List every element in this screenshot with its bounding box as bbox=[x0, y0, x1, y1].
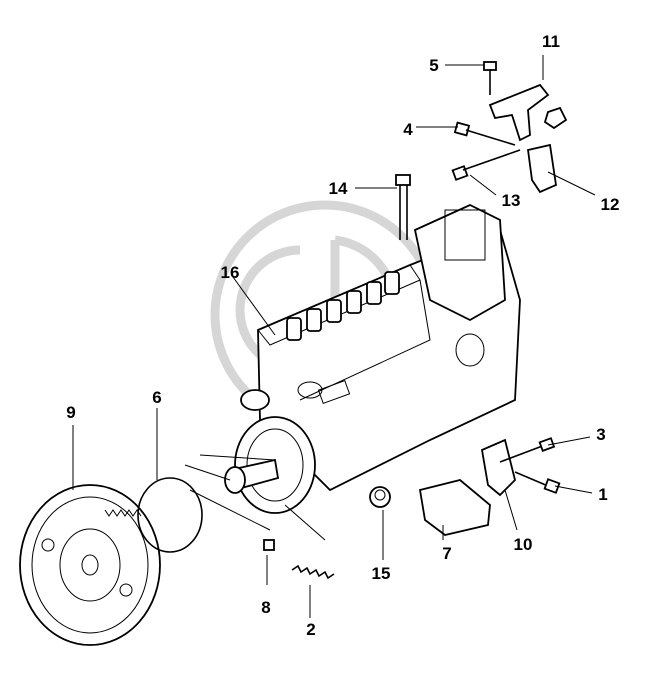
o-ring-part-6 bbox=[137, 477, 203, 553]
callout-4: 4 bbox=[403, 120, 413, 139]
callout-6: 6 bbox=[152, 388, 161, 407]
callout-5: 5 bbox=[429, 56, 438, 75]
callout-11: 11 bbox=[542, 32, 560, 51]
bolt-part-3 bbox=[499, 437, 556, 463]
callout-14: 14 bbox=[329, 179, 348, 198]
callout-12: 12 bbox=[601, 195, 620, 214]
screw-part-5 bbox=[483, 61, 497, 95]
callout-10: 10 bbox=[514, 535, 533, 554]
bolt-part-14 bbox=[395, 174, 411, 240]
key-part-8 bbox=[263, 539, 275, 551]
injection-pump-body bbox=[224, 204, 521, 514]
callout-16: 16 bbox=[221, 263, 240, 282]
callout-13: 13 bbox=[502, 191, 521, 210]
nut-part-11 bbox=[543, 106, 568, 130]
bracket-part-7 bbox=[418, 479, 491, 536]
leader-lines bbox=[72, 55, 596, 618]
spring-part-2 bbox=[291, 564, 335, 580]
callout-9: 9 bbox=[66, 403, 75, 422]
callout-2: 2 bbox=[306, 620, 315, 639]
callout-7: 7 bbox=[442, 544, 451, 563]
bolt-part-13 bbox=[451, 149, 521, 181]
gear-wheel-part-9 bbox=[19, 484, 161, 646]
callout-3: 3 bbox=[596, 425, 605, 444]
bolt-part-4 bbox=[453, 121, 516, 146]
callout-15: 15 bbox=[372, 564, 391, 583]
nut-part-15 bbox=[369, 486, 391, 508]
callout-8: 8 bbox=[261, 598, 270, 617]
bolt-part-1 bbox=[514, 471, 561, 494]
plate-part-11 bbox=[488, 83, 550, 142]
callout-1: 1 bbox=[598, 485, 607, 504]
bracket-part-10 bbox=[480, 438, 516, 497]
block-part-12 bbox=[526, 143, 557, 194]
